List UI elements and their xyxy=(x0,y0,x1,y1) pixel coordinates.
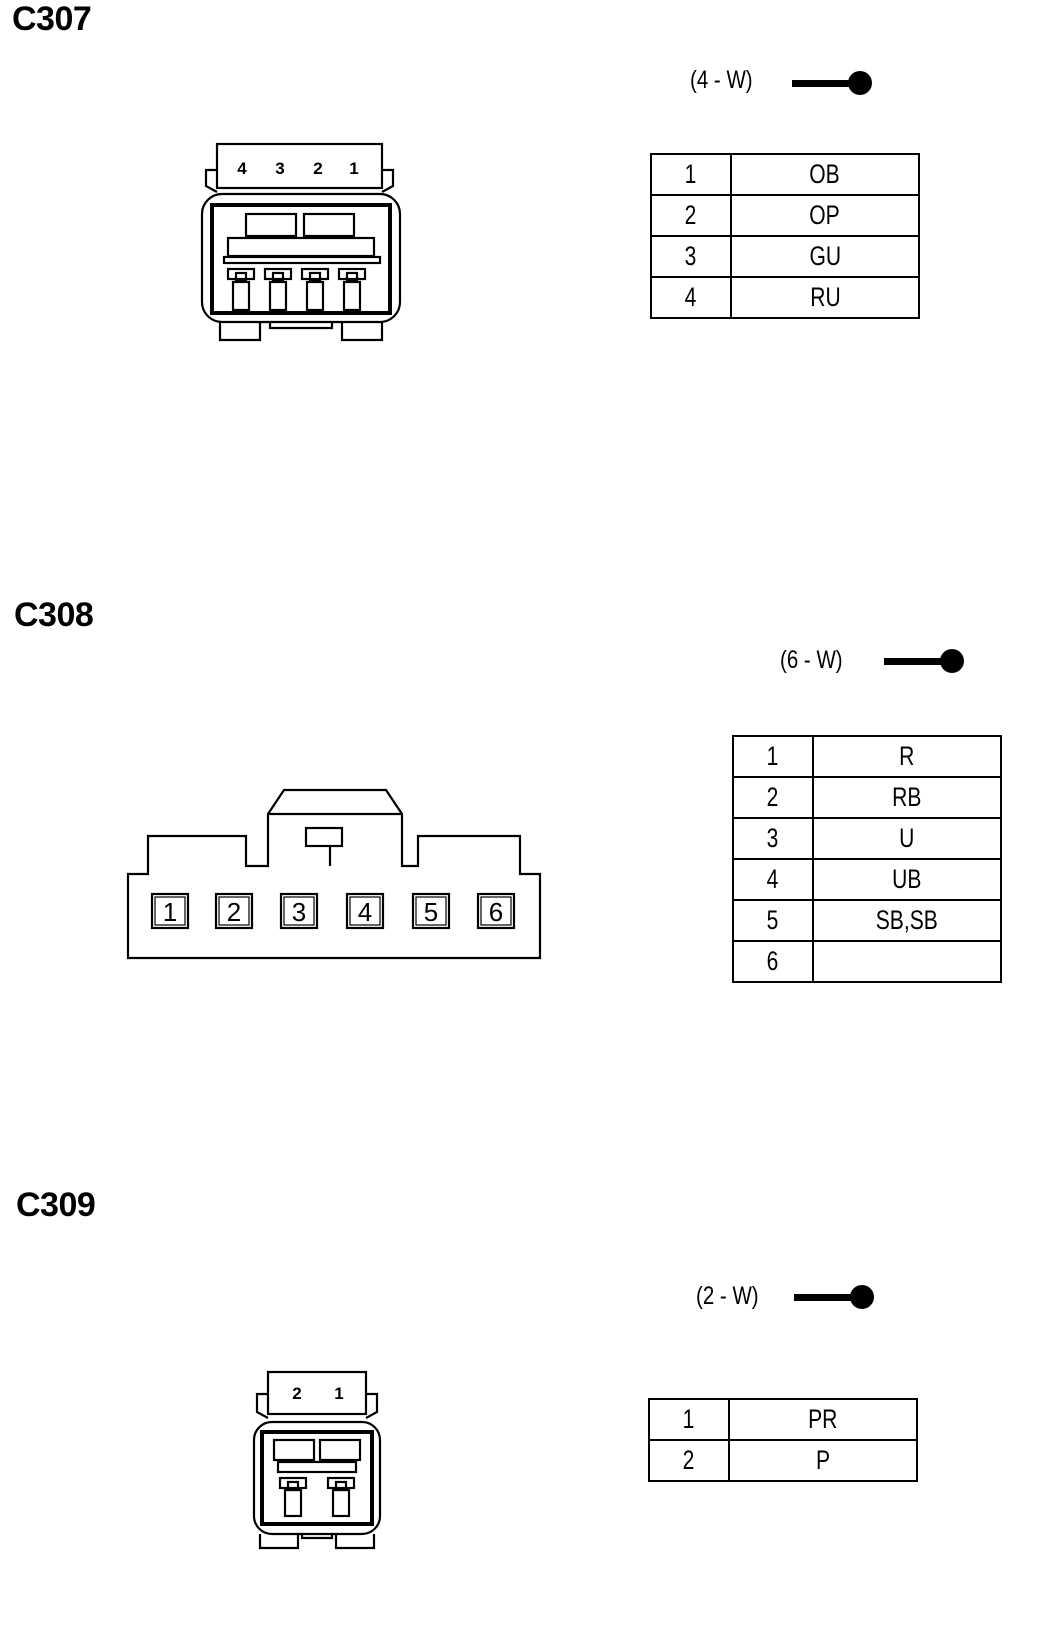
table-row: 1 R xyxy=(732,735,1002,778)
c308-face-number: 6 xyxy=(489,897,503,927)
c307-face-number: 3 xyxy=(275,159,284,178)
wire-color: RU xyxy=(730,276,920,319)
c308-wire-count: (6 - W) xyxy=(780,646,843,674)
c309-lead-line xyxy=(794,1294,856,1301)
c309-pin-table: 1 PR 2 P xyxy=(648,1398,918,1482)
pin-number: 1 xyxy=(732,735,814,778)
table-row: 4 RU xyxy=(650,276,920,319)
wire-color xyxy=(812,940,1002,983)
table-row: 6 xyxy=(732,940,1002,983)
table-row: 5 SB,SB xyxy=(732,899,1002,942)
wire-color: UB xyxy=(812,858,1002,901)
c307-wire-count: (4 - W) xyxy=(690,66,753,94)
c308-face-number: 4 xyxy=(358,897,372,927)
pin-number: 5 xyxy=(732,899,814,942)
c307-lead-line xyxy=(792,80,854,87)
wire-color: P xyxy=(728,1439,918,1482)
c307-pin-table: 1 OB 2 OP 3 GU 4 RU xyxy=(650,153,920,319)
c308-pin-table: 1 R 2 RB 3 U 4 UB 5 SB,SB 6 xyxy=(732,735,1002,983)
pin-number: 3 xyxy=(650,235,732,278)
c307-face-number: 4 xyxy=(237,159,247,178)
pin-number: 6 xyxy=(732,940,814,983)
c309-face-number: 2 xyxy=(292,1384,301,1403)
wire-color: OB xyxy=(730,153,920,196)
wire-color: OP xyxy=(730,194,920,237)
c309-connector-face: 2 1 xyxy=(252,1370,382,1550)
wire-color: U xyxy=(812,817,1002,860)
connector-c309-title: C309 xyxy=(16,1186,96,1224)
c309-face-number: 1 xyxy=(334,1384,343,1403)
table-row: 1 OB xyxy=(650,153,920,196)
table-row: 2 P xyxy=(648,1439,918,1482)
c308-connector-face: 1 2 3 4 5 6 xyxy=(126,788,542,960)
wire-color: RB xyxy=(812,776,1002,819)
table-row: 3 U xyxy=(732,817,1002,860)
pin-number: 3 xyxy=(732,817,814,860)
connector-c307-title: C307 xyxy=(12,0,92,38)
c308-face-number: 2 xyxy=(227,897,241,927)
c309-wire-count: (2 - W) xyxy=(696,1282,759,1310)
c307-connector-face: 4 3 2 1 xyxy=(200,142,402,342)
c308-terminal-dot-icon xyxy=(940,649,964,673)
c308-face-number: 1 xyxy=(163,897,177,927)
wire-color: SB,SB xyxy=(812,899,1002,942)
table-row: 1 PR xyxy=(648,1398,918,1441)
pin-number: 4 xyxy=(732,858,814,901)
c308-lead-line xyxy=(884,658,946,665)
c307-face-number: 2 xyxy=(313,159,322,178)
wire-color: GU xyxy=(730,235,920,278)
c307-terminal-dot-icon xyxy=(848,71,872,95)
pin-number: 2 xyxy=(650,194,732,237)
pin-number: 4 xyxy=(650,276,732,319)
c308-face-number: 5 xyxy=(424,897,438,927)
table-row: 2 OP xyxy=(650,194,920,237)
connector-c308-title: C308 xyxy=(14,596,94,634)
table-row: 2 RB xyxy=(732,776,1002,819)
wire-color: PR xyxy=(728,1398,918,1441)
pin-number: 1 xyxy=(650,153,732,196)
wire-color: R xyxy=(812,735,1002,778)
c307-face-number: 1 xyxy=(349,159,358,178)
pin-number: 2 xyxy=(648,1439,730,1482)
pin-number: 2 xyxy=(732,776,814,819)
c308-face-number: 3 xyxy=(292,897,306,927)
table-row: 3 GU xyxy=(650,235,920,278)
pin-number: 1 xyxy=(648,1398,730,1441)
table-row: 4 UB xyxy=(732,858,1002,901)
c309-terminal-dot-icon xyxy=(850,1285,874,1309)
